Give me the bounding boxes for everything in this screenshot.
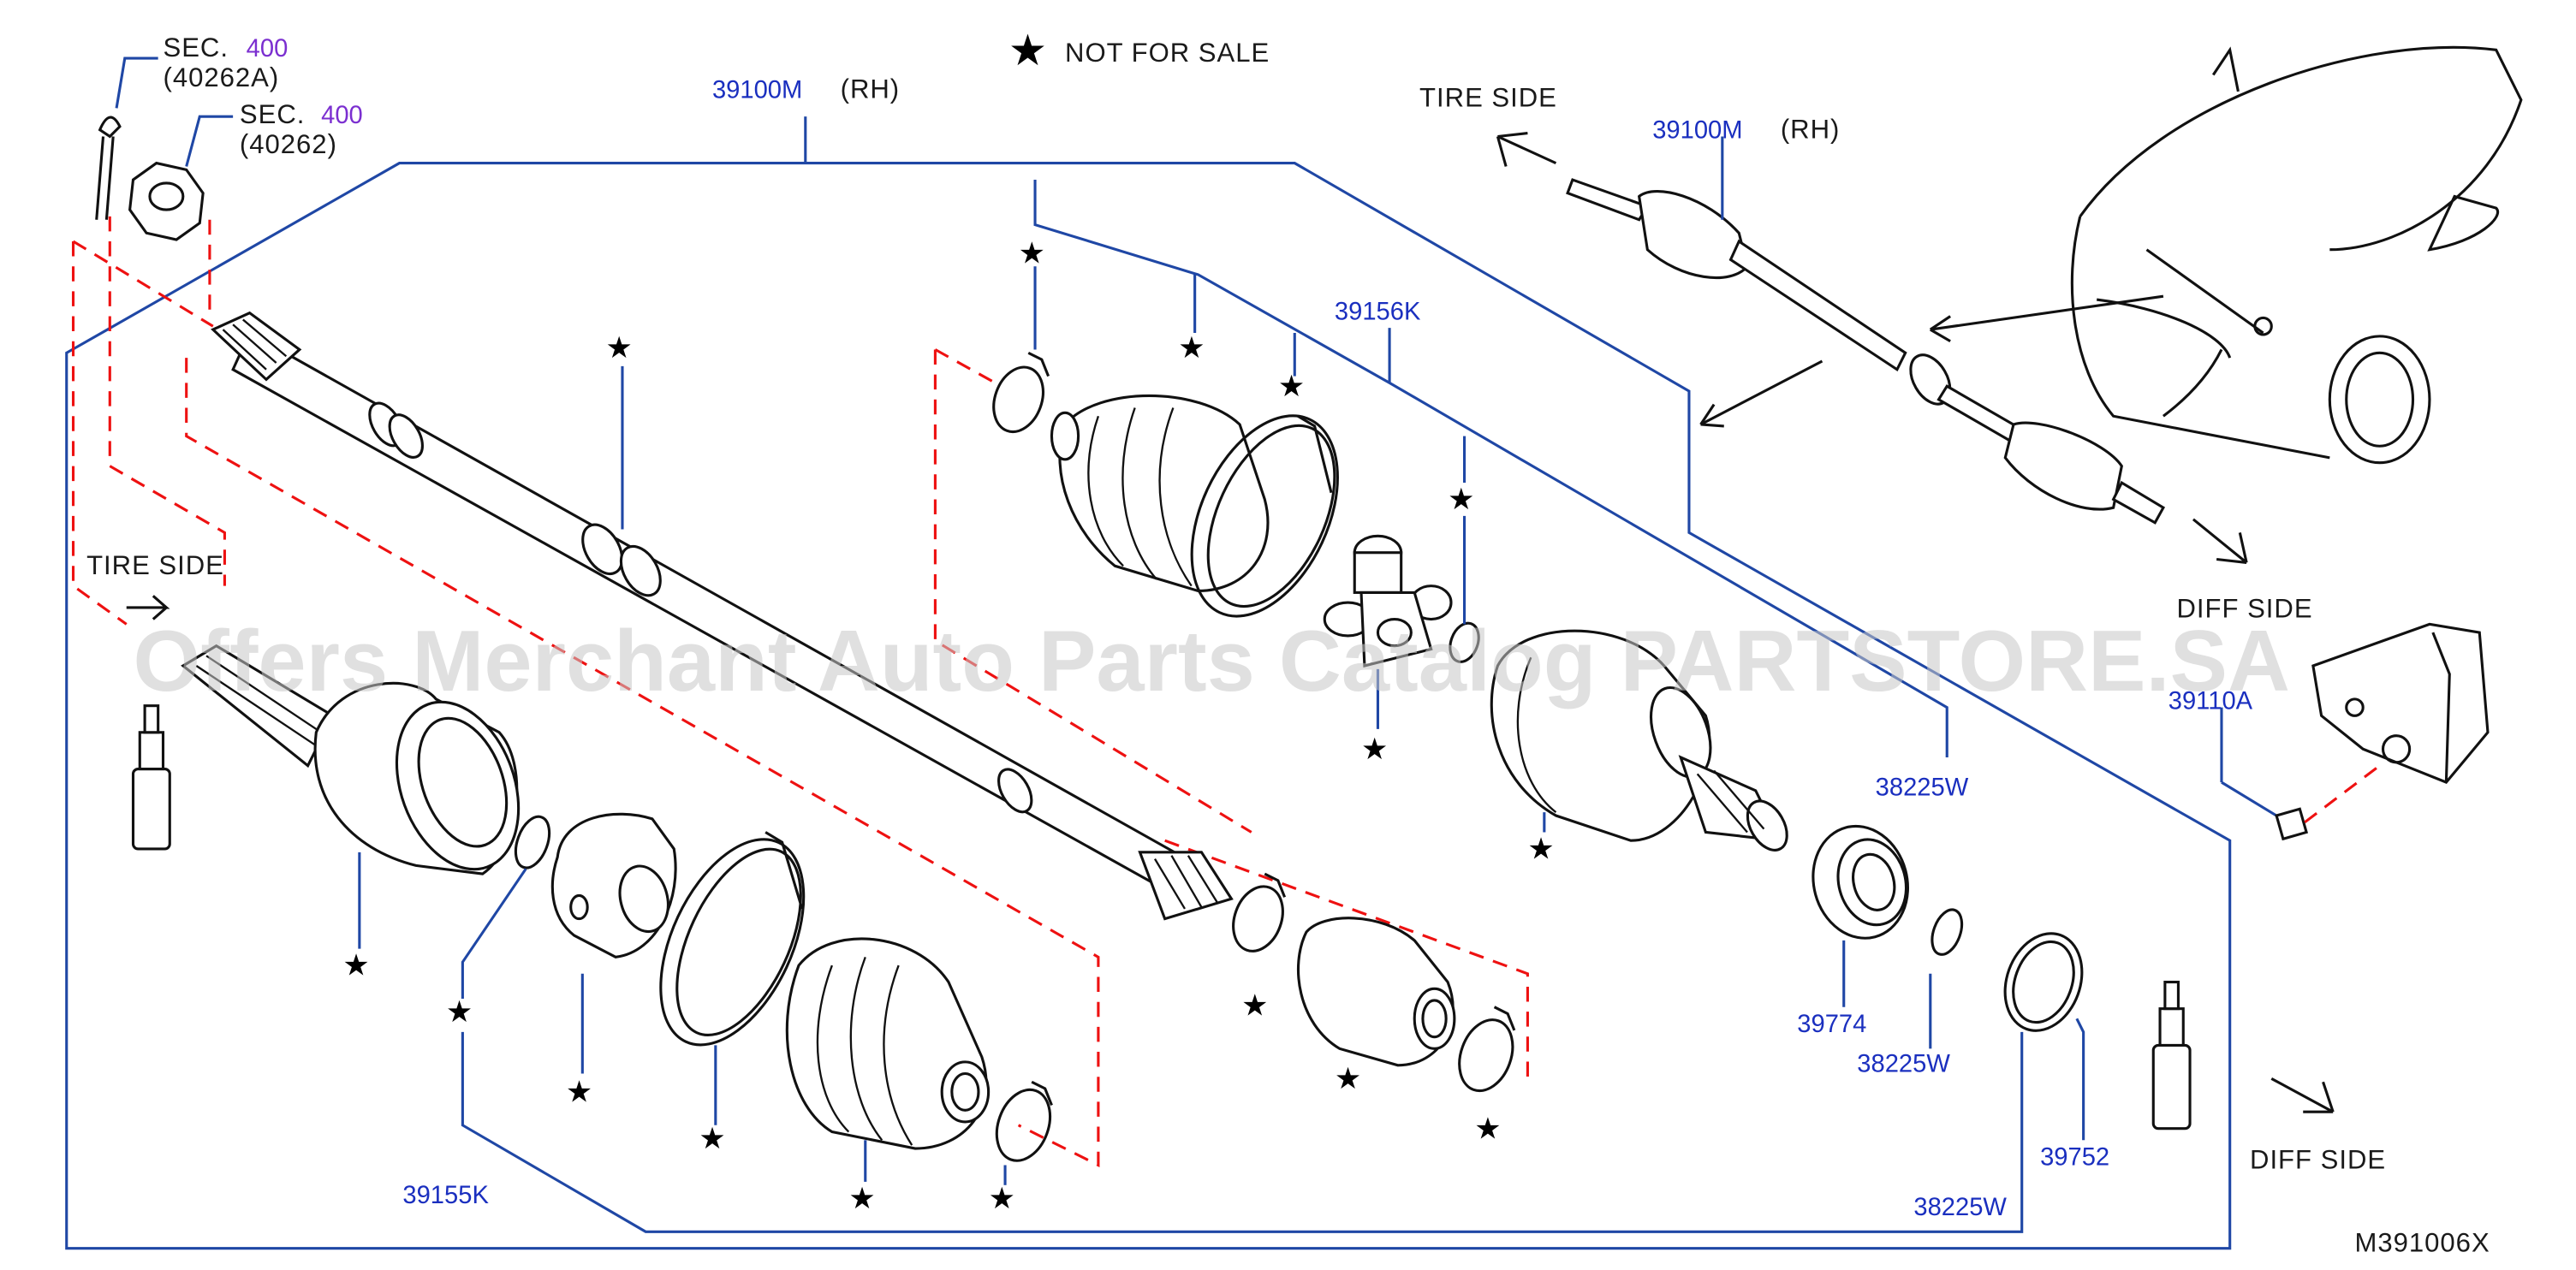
- diff-side-right-label: DIFF SIDE: [2176, 594, 2312, 624]
- band-clamp-small-top-icon: [992, 351, 1050, 434]
- tire-side-top-label: TIRE SIDE: [1419, 82, 1557, 112]
- arrow-left-icon: [126, 595, 170, 620]
- sec-label-a: SEC.: [163, 33, 228, 62]
- cv-cage: [550, 812, 677, 958]
- band-clamp-small-bottom-icon: [995, 1080, 1053, 1162]
- phantom-lines: [71, 216, 1529, 1167]
- star-small-clamp-top-icon: ★: [1019, 236, 1045, 270]
- band-clamp-large-inner-icon: [1190, 414, 1339, 618]
- pn-39110a[interactable]: 39110A: [2168, 688, 2253, 715]
- circlip-outer-icon: [514, 815, 551, 869]
- boot-kit-outer-boundary: [461, 1031, 2024, 1233]
- grease-tube-left-icon: [131, 704, 171, 851]
- cotter-pin-icon: [95, 116, 122, 220]
- pn-38225w-bottom[interactable]: 38225W: [1913, 1194, 2007, 1221]
- star-circlip-outer-icon: ★: [446, 995, 473, 1029]
- pn-38225w-lower[interactable]: 38225W: [1857, 1051, 1950, 1078]
- pn-39100m-main-side: (RH): [841, 74, 901, 104]
- inner-boot[interactable]: [1050, 394, 1270, 593]
- star-snap-ring-icon: ★: [1448, 483, 1474, 516]
- star-inner-boot-icon: ★: [1178, 331, 1205, 365]
- pn-39100m-inset[interactable]: 39100M: [1652, 116, 1742, 144]
- pn-39100m-inset-side: (RH): [1781, 114, 1841, 144]
- diff-side-bottom-label: DIFF SIDE: [2250, 1144, 2386, 1174]
- star-cage-icon: ★: [566, 1076, 592, 1109]
- sec-ref-40262a[interactable]: SEC. 400 (40262A): [115, 33, 289, 109]
- pn-39774[interactable]: 39774: [1797, 1011, 1866, 1038]
- arrow-diff-icon: [2192, 518, 2248, 564]
- snap-ring-icon: [1449, 621, 1480, 663]
- diff-side-right: DIFF SIDE: [2176, 518, 2312, 624]
- assembly-boundary: [65, 162, 2232, 1250]
- pn-39100m-main[interactable]: 39100M: [712, 77, 802, 104]
- bearing[interactable]: [1800, 816, 1919, 949]
- star-small-clamp-bottom-icon: ★: [989, 1182, 1015, 1215]
- tire-side-top: TIRE SIDE: [1419, 82, 1557, 167]
- band-clamp-small-right-icon: [1458, 1006, 1516, 1093]
- band-clamp-small-mid-icon: [1232, 872, 1287, 952]
- star-small-clamp-mid-icon: ★: [1241, 988, 1268, 1022]
- star-housing-icon: ★: [1527, 833, 1554, 866]
- legend-text: NOT FOR SALE: [1065, 38, 1270, 68]
- outer-boot[interactable]: [785, 937, 991, 1150]
- bracket-bolt-icon: [2275, 764, 2381, 841]
- pn-39752[interactable]: 39752: [2040, 1143, 2109, 1171]
- sec-code-b: (40262): [240, 129, 337, 159]
- tripod-joint[interactable]: [1323, 534, 1453, 668]
- oil-seal[interactable]: [1992, 923, 2095, 1042]
- star-tripod-icon: ★: [1361, 733, 1388, 766]
- sec-number-b[interactable]: 400: [321, 102, 363, 129]
- sec-label-b: SEC.: [240, 99, 305, 129]
- star-band-large-inner-icon: ★: [1278, 370, 1305, 403]
- sec-ref-40262[interactable]: SEC. 400 (40262): [185, 99, 363, 167]
- star-band-large-icon: ★: [699, 1122, 725, 1155]
- diff-side-bottom: DIFF SIDE: [2250, 1077, 2386, 1174]
- star-damper-icon: ★: [1335, 1062, 1361, 1095]
- dynamic-damper[interactable]: [1296, 917, 1456, 1067]
- inset-pointers: [1699, 294, 2164, 428]
- joint-housing[interactable]: [1490, 629, 1794, 857]
- star-shaft-icon: ★: [606, 331, 633, 365]
- pn-39156k[interactable]: 39156K: [1335, 298, 1421, 325]
- star-outer-boot-icon: ★: [848, 1182, 875, 1215]
- band-clamp-large-icon: [659, 831, 806, 1047]
- inset-shaft[interactable]: [1566, 178, 2166, 525]
- tire-side-left: TIRE SIDE: [86, 550, 224, 620]
- tire-side-left-label: TIRE SIDE: [86, 550, 224, 580]
- drawing-code: M391006X: [2354, 1228, 2490, 1258]
- legend: ★ NOT FOR SALE: [1008, 26, 1270, 74]
- pn-39155k[interactable]: 39155K: [402, 1182, 489, 1209]
- hex-nut-icon: [128, 161, 205, 241]
- grease-tube-right-icon: [2151, 980, 2192, 1131]
- arrow-tire-icon: [1496, 132, 1557, 167]
- star-outer-joint-icon: ★: [342, 949, 369, 982]
- pn-38225w-upper[interactable]: 38225W: [1876, 774, 1969, 802]
- legend-star-icon: ★: [1008, 26, 1047, 74]
- drive-shaft[interactable]: [211, 311, 1234, 921]
- star-small-clamp-right-icon: ★: [1474, 1112, 1501, 1145]
- outer-cv-joint[interactable]: [181, 644, 540, 887]
- car-illustration-icon: [2070, 45, 2523, 465]
- sec-number-a[interactable]: 400: [247, 35, 289, 62]
- boot-kit-inner-boundary: [1033, 180, 1948, 757]
- arrow-diff-bottom-icon: [2270, 1077, 2335, 1113]
- circlip-inner-icon: [1931, 908, 1964, 956]
- sec-code-a: (40262A): [163, 62, 279, 92]
- watermark-text: Offers Merchant Auto Parts Catalog PARTS…: [134, 613, 2291, 709]
- differential-bracket[interactable]: [2311, 622, 2490, 784]
